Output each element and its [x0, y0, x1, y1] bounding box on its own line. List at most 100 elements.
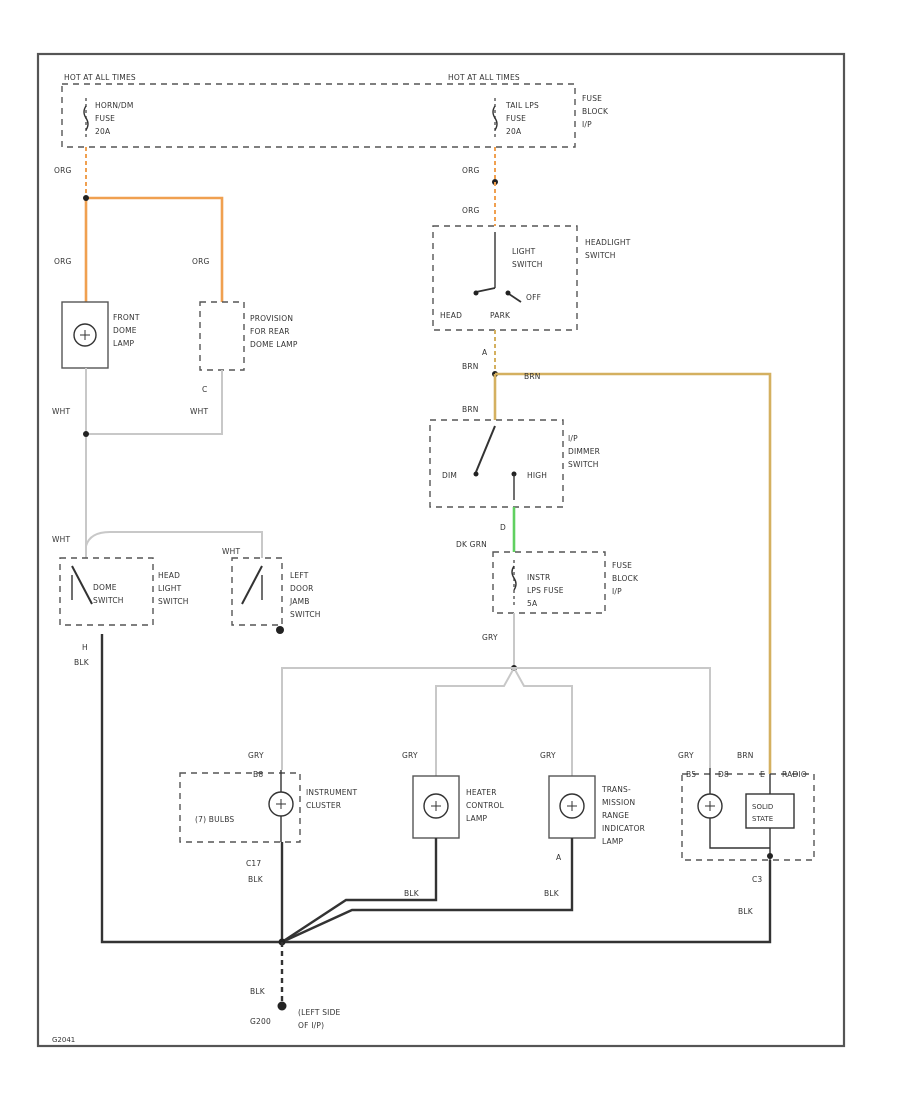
dome-switch-line1: DOME — [93, 583, 117, 592]
white-splice-node — [83, 431, 89, 437]
fuse1-line3: 20A — [95, 127, 111, 136]
left-door-line2: DOOR — [290, 584, 314, 593]
radio-label: RADIO — [782, 770, 807, 779]
gray-distribution: GRY GRY GRY GRY BRN — [248, 667, 754, 776]
door-switch-ground — [276, 626, 284, 634]
fuse1-line2: FUSE — [95, 114, 115, 123]
pin-d: D — [500, 523, 506, 532]
light-switch-line1: LIGHT — [512, 247, 536, 256]
headlight-switch-line1: HEADLIGHT — [585, 238, 631, 247]
ground-point — [277, 1001, 287, 1011]
headlight-switch-circuit: ORG ORG LIGHT SWITCH HEADLIGHT SWITCH OF… — [432, 147, 772, 774]
light-switch-head: HEAD — [440, 311, 462, 320]
head-light-sw-line2: LIGHT — [158, 584, 182, 593]
instr-fuse-line3: 5A — [527, 599, 538, 608]
radio-relay-line2: STATE — [752, 815, 773, 823]
fuse2-line3: 20A — [506, 127, 522, 136]
pin-b5: B5 — [686, 770, 696, 779]
wire-gry-1: GRY — [482, 633, 498, 642]
wire-blk-6: BLK — [250, 987, 266, 996]
light-switch-line2: SWITCH — [512, 260, 543, 269]
dome-headlight-switch: DOME SWITCH HEAD LIGHT SWITCH H BLK — [59, 557, 189, 667]
fuse-block-top: HOT AT ALL TIMES HOT AT ALL TIMES HORN/D… — [61, 73, 609, 148]
wire-blk-4: BLK — [544, 889, 560, 898]
pin-h: H — [82, 643, 88, 652]
white-wire-circuit: WHT WHT WHT WHT — [52, 368, 263, 558]
pin-a2: A — [556, 853, 562, 862]
fuse2-line2: FUSE — [506, 114, 526, 123]
front-dome-line3: LAMP — [113, 339, 135, 348]
ground-bus: BLK BLK G200 (LEFT SIDE OF I/P) — [100, 634, 772, 1030]
fuse2-line1: TAIL LPS — [505, 101, 539, 110]
front-dome-line1: FRONT — [113, 313, 140, 322]
wire-blk-3: BLK — [404, 889, 420, 898]
ground-line1: (LEFT SIDE — [298, 1008, 341, 1017]
wire-dkgrn: DK GRN — [456, 540, 487, 549]
headlight-switch-line2: SWITCH — [585, 251, 616, 260]
dome-switch-line2: SWITCH — [93, 596, 124, 605]
dimmer-line3: SWITCH — [568, 460, 599, 469]
dimmer-dim: DIM — [442, 471, 457, 480]
pin-a: A — [482, 348, 488, 357]
trans-line1: TRANS- — [601, 785, 631, 794]
wire-brn-3: BRN — [737, 751, 754, 760]
fuse-block-line2: BLOCK — [582, 107, 609, 116]
rear-dome-line3: DOME LAMP — [250, 340, 298, 349]
figure-id: G2041 — [52, 1036, 75, 1044]
instr-fuse-line2: LPS FUSE — [527, 586, 564, 595]
rear-dome-line1: PROVISION — [250, 314, 293, 323]
fuse-block-line3: I/P — [582, 120, 592, 129]
dimmer-high: HIGH — [527, 471, 547, 480]
dimmer-line1: I/P — [568, 434, 578, 443]
rear-dome-provision: PROVISION FOR REAR DOME LAMP C — [199, 301, 298, 394]
pin-e-in: E — [760, 770, 765, 779]
heater-line1: HEATER — [466, 788, 497, 797]
trans-line2: MISSION — [602, 798, 635, 807]
light-switch-off: OFF — [526, 293, 541, 302]
ground-id: G200 — [250, 1017, 271, 1026]
left-orange-circuit: ORG ORG ORG — [54, 147, 224, 302]
fuse1-line1: HORN/DM — [95, 101, 134, 110]
left-bus-label: HOT AT ALL TIMES — [64, 73, 136, 82]
radio-pin-d8: D8 — [718, 770, 729, 779]
instrument-cluster-line1: INSTRUMENT — [306, 788, 357, 797]
wire-brn-1: BRN — [462, 362, 479, 371]
radio: B5 E RADIO D8 SOLID STATE C3 BLK — [681, 768, 815, 916]
wire-brn-top: BRN — [524, 372, 541, 381]
pin-b8: B8 — [253, 770, 263, 779]
trans-line5: LAMP — [602, 837, 624, 846]
trans-range-lamp: TRANS- MISSION RANGE INDICATOR LAMP A BL… — [544, 775, 645, 898]
bulbs-label: (7) BULBS — [195, 815, 234, 824]
head-light-sw-line3: SWITCH — [158, 597, 189, 606]
instr-fuse-circuit: D DK GRN INSTR LPS FUSE 5A FUSE BLOCK I/… — [456, 507, 639, 671]
trans-line3: RANGE — [602, 811, 629, 820]
trans-line4: INDICATOR — [602, 824, 645, 833]
instrument-cluster-line2: CLUSTER — [306, 801, 341, 810]
heater-control-lamp: HEATER CONTROL LAMP — [412, 775, 505, 839]
wire-wht-2: WHT — [190, 407, 208, 416]
wire-gry-5: GRY — [678, 751, 694, 760]
left-door-line1: LEFT — [290, 571, 309, 580]
wire-wht-1: WHT — [52, 407, 70, 416]
fuse2-symbol — [492, 105, 498, 131]
rear-dome-line2: FOR REAR — [250, 327, 290, 336]
wire-blk-2: BLK — [248, 875, 264, 884]
instrument-cluster: B8 (7) BULBS INSTRUMENT CLUSTER C17 BLK — [179, 770, 357, 884]
radio-relay-line1: SOLID — [752, 803, 773, 811]
instr-fuse-block-line2: BLOCK — [612, 574, 639, 583]
front-dome-lamp: FRONT DOME LAMP — [61, 301, 140, 369]
wire-blk-5: BLK — [738, 907, 754, 916]
wire-org-1: ORG — [54, 166, 72, 175]
left-door-line3: JAMB — [289, 597, 310, 606]
instr-fuse-symbol — [511, 565, 517, 591]
instr-fuse-block-line1: FUSE — [612, 561, 632, 570]
wire-brn-2: BRN — [462, 405, 479, 414]
instr-fuse-block-line3: I/P — [612, 587, 622, 596]
right-bus-label: HOT AT ALL TIMES — [448, 73, 520, 82]
fuse1-symbol — [83, 105, 89, 131]
fuse-block-line1: FUSE — [582, 94, 602, 103]
heater-line2: CONTROL — [466, 801, 505, 810]
left-door-line4: SWITCH — [290, 610, 321, 619]
wire-org-4: ORG — [462, 166, 480, 175]
